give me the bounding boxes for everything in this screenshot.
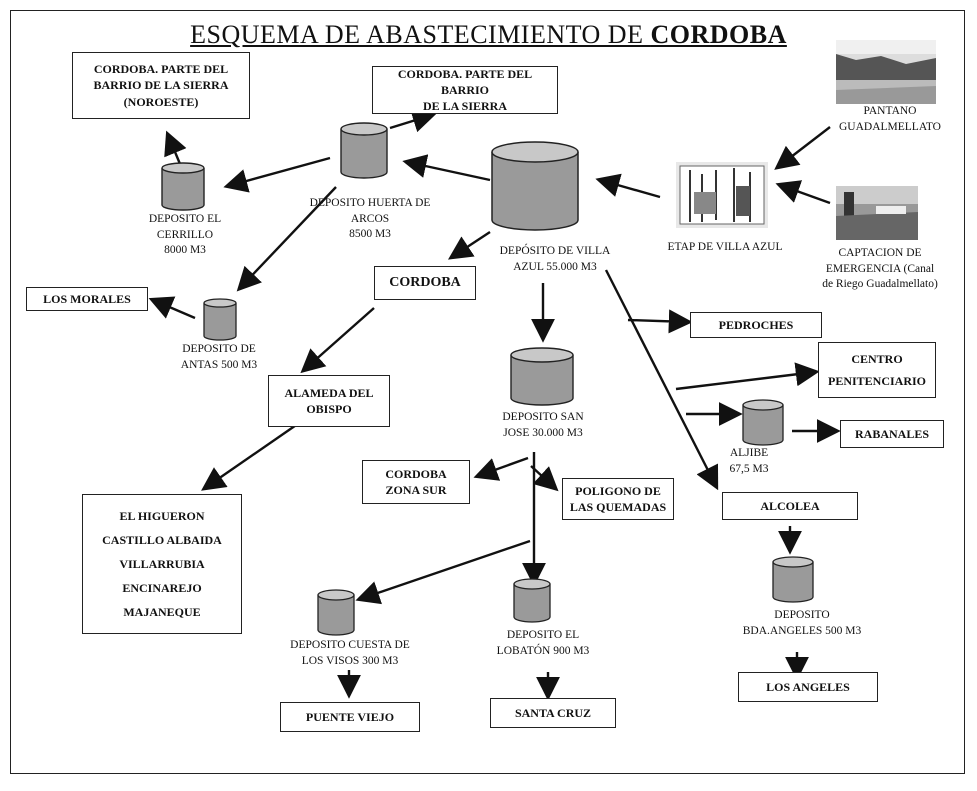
box-poligono-quemadas: POLIGONO DE LAS QUEMADAS <box>562 478 674 520</box>
label-lobaton: DEPOSITO EL LOBATÓN 900 M3 <box>496 629 590 657</box>
box-los-angeles: LOS ANGELES <box>738 672 878 702</box>
box-rabanales: RABANALES <box>840 420 944 448</box>
tank-san-jose-icon <box>510 347 574 406</box>
box-cordoba: CORDOBA <box>374 266 476 300</box>
box-cordoba-zona-sur: CORDOBA ZONA SUR <box>362 460 470 504</box>
label-cuesta-visos: DEPOSITO CUESTA DE LOS VISOS 300 M3 <box>290 639 410 667</box>
tank-aljibe-icon <box>742 399 784 446</box>
box-alameda-obispo: ALAMEDA DEL OBISPO <box>268 375 390 427</box>
label-captacion: CAPTACION DE EMERGENCIA (Canal de Riego … <box>822 247 938 291</box>
box-pedroches: PEDROCHES <box>690 312 822 338</box>
diagram-frame <box>10 10 965 774</box>
tank-antas-icon <box>203 298 237 341</box>
label-villa-azul: DEPÓSITO DE VILLA AZUL 55.000 M3 <box>499 245 611 273</box>
box-los-morales: LOS MORALES <box>26 287 148 311</box>
label-huerta-arcos: DEPOSITO HUERTA DE ARCOS 8500 M3 <box>309 197 431 241</box>
diagram-title: ESQUEMA DE ABASTECIMIENTO DE CORDOBA <box>190 20 787 49</box>
label-etap: ETAP DE VILLA AZUL <box>667 241 783 253</box>
tank-villa-azul-icon <box>491 141 579 231</box>
box-centro-penitenciario: CENTRO PENITENCIARIO <box>818 342 936 398</box>
label-pantano: PANTANO GUADALMELLATO <box>838 105 941 133</box>
box-barrio-sierra: CORDOBA. PARTE DEL BARRIO DE LA SIERRA <box>372 66 558 114</box>
box-alcolea: ALCOLEA <box>722 492 858 520</box>
tank-cuesta-visos-icon <box>317 589 355 636</box>
emergency-intake-photo <box>836 186 918 240</box>
label-antas: DEPOSITO DE ANTAS 500 M3 <box>180 343 258 371</box>
label-aljibe: ALJIBE 67,5 M3 <box>729 447 769 475</box>
box-puente-viejo: PUENTE VIEJO <box>280 702 420 732</box>
box-noroeste: CORDOBA. PARTE DEL BARRIO DE LA SIERRA (… <box>72 52 250 119</box>
label-bda-angeles: DEPOSITO BDA.ANGELES 500 M3 <box>742 609 862 637</box>
box-santa-cruz: SANTA CRUZ <box>490 698 616 728</box>
tank-bda-angeles-icon <box>772 556 814 603</box>
reservoir-photo <box>836 40 936 104</box>
tank-huerta-arcos-icon <box>340 122 388 179</box>
treatment-plant-photo <box>676 162 768 228</box>
label-san-jose: DEPOSITO SAN JOSE 30.000 M3 <box>502 411 584 439</box>
label-cerrillo: DEPOSITO EL CERRILLO 8000 M3 <box>148 213 222 257</box>
box-higueron-list: EL HIGUERON CASTILLO ALBAIDA VILLARRUBIA… <box>82 494 242 634</box>
tank-cerrillo-icon <box>161 162 205 211</box>
tank-lobaton-icon <box>513 578 551 623</box>
